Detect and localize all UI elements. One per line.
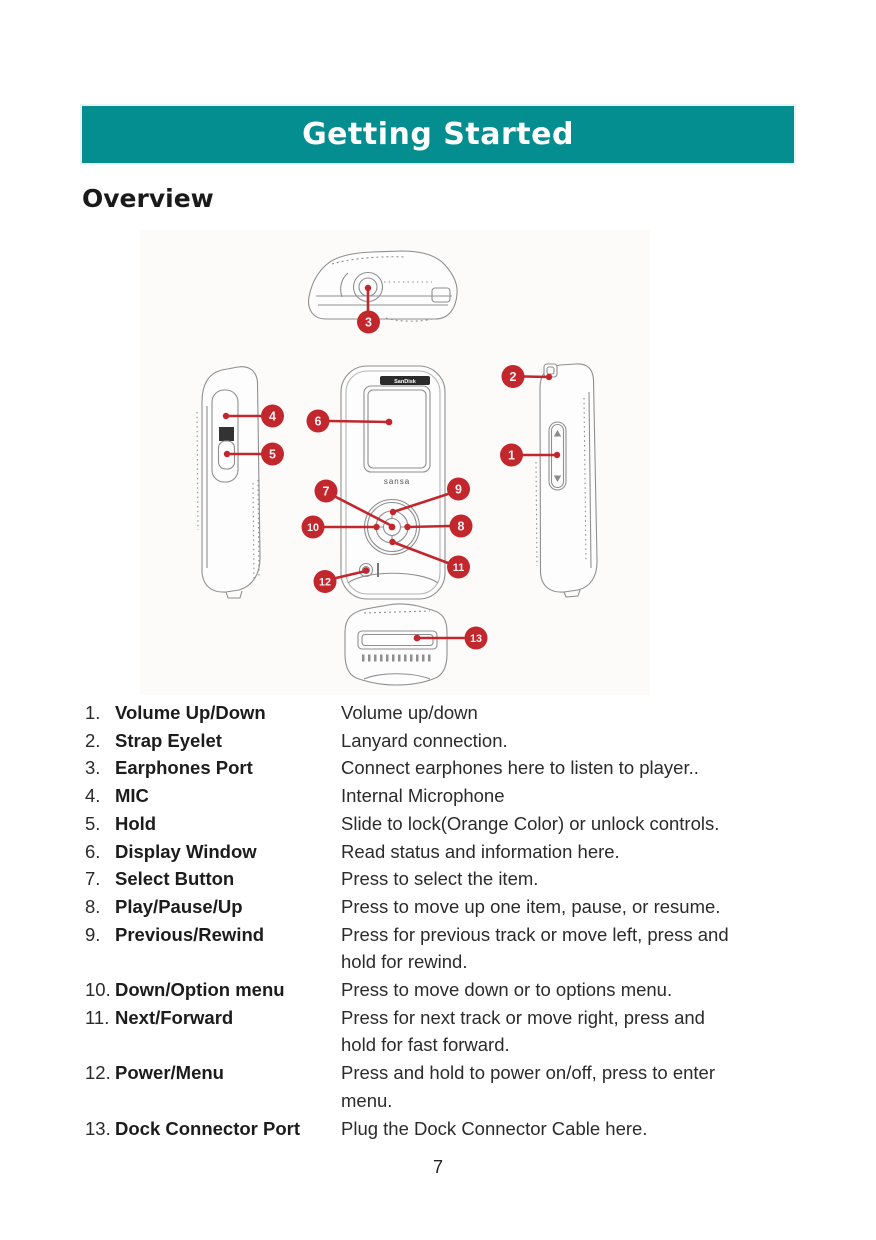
list-item: 9. Previous/Rewind Press for previous tr… [85, 921, 800, 976]
callout-12-badge [313, 570, 337, 593]
item-description: Plug the Dock Connector Cable here. [341, 1117, 648, 1139]
list-item: 12. Power/Menu Press and hold to power o… [85, 1059, 800, 1114]
item-description: Lanyard connection. [341, 729, 508, 751]
callout-7-badge [314, 479, 338, 503]
callout-13-badge [464, 626, 488, 650]
display-window [363, 385, 431, 473]
callout-11-badge [447, 555, 470, 579]
list-item: 13. Dock Connector Port Plug the Dock Co… [85, 1115, 800, 1143]
callout-6-label: 6 [315, 415, 322, 429]
item-term: Dock Connector Port [115, 1117, 301, 1139]
brand-name-text: sansa [384, 477, 410, 486]
item-term: Volume Up/Down [115, 702, 266, 723]
item-description: Connect earphones here to listen to play… [341, 757, 699, 779]
item-term: Select Button [115, 868, 235, 890]
item-description: Press to select the item. [341, 868, 539, 890]
item-description: Press to move up one item, pause, or res… [341, 895, 721, 917]
brand-logo-bar [380, 376, 430, 385]
item-description: Slide to lock(Orange Color) or unlock co… [341, 812, 720, 834]
item-term: Previous/Rewind [115, 923, 265, 945]
item-term: Strap Eyelet [115, 729, 222, 751]
callout-10-label: 10 [307, 522, 319, 534]
list-item: 10. Down/Option menu Press to move down … [85, 976, 800, 1004]
callout-1-label: 1 [508, 449, 515, 463]
callout-3-badge [357, 310, 380, 334]
side-recess [211, 389, 239, 483]
item-number: 10. [85, 979, 111, 1001]
list-item: 5. Hold Slide to lock(Orange Color) or u… [85, 810, 800, 838]
item-term: MIC [115, 785, 149, 807]
item-description: Read status and information here. [341, 840, 620, 862]
device-diagram: SanDisk sansa [140, 230, 650, 695]
callout-7-label: 7 [323, 485, 330, 499]
callout-4-label: 4 [269, 410, 276, 424]
dock-connector-port [357, 630, 438, 650]
callout-9-label: 9 [455, 483, 462, 497]
item-term: Earphones Port [115, 757, 253, 779]
brand-logo-text: SanDisk [394, 379, 417, 385]
item-number: 11. [85, 1006, 110, 1028]
callout-3-label: 3 [365, 316, 372, 330]
item-description: Press for previous track or move left, p… [341, 923, 729, 973]
chapter-banner: Getting Started [82, 106, 794, 163]
item-description: Press to move down or to options menu. [341, 979, 673, 1001]
callout-8-label: 8 [458, 520, 465, 534]
item-description: Internal Microphone [341, 785, 505, 807]
item-number: 8. [85, 895, 101, 917]
item-number: 5. [85, 812, 101, 834]
item-number: 6. [85, 840, 101, 862]
parts-list: 1. Volume Up/Down Volume up/down 2. Stra… [85, 699, 800, 1142]
callouts: 3 4 5 6 7 9 [222, 284, 561, 650]
item-number: 12. [85, 1062, 111, 1084]
callout-5-badge [261, 442, 284, 466]
page-number: 7 [432, 1157, 443, 1177]
list-item: 1. Volume Up/Down Volume up/down [85, 699, 800, 727]
list-item: 4. MIC Internal Microphone [85, 782, 800, 810]
callout-13-label: 13 [470, 633, 482, 645]
item-term: Play/Pause/Up [115, 895, 243, 917]
item-term: Down/Option menu [115, 979, 285, 1001]
callout-5-label: 5 [269, 448, 276, 462]
callout-1-badge [500, 443, 523, 467]
item-description: Press and hold to power on/off, press to… [341, 1062, 715, 1111]
item-number: 13. [85, 1117, 111, 1139]
callout-2-label: 2 [510, 370, 517, 384]
item-term: Power/Menu [115, 1062, 224, 1084]
list-item: 2. Strap Eyelet Lanyard connection. [85, 727, 800, 755]
callout-9-badge [447, 477, 470, 501]
bottom-view [344, 603, 448, 686]
top-view [308, 250, 458, 322]
list-item: 3. Earphones Port Connect earphones here… [85, 754, 800, 782]
callout-4-badge [261, 404, 284, 428]
callout-8-badge [449, 514, 473, 538]
item-term: Display Window [115, 840, 257, 862]
item-number: 4. [85, 785, 101, 807]
item-number: 9. [85, 923, 101, 945]
callout-12-label: 12 [319, 577, 331, 589]
left-side-view [196, 366, 261, 599]
item-number: 1. [85, 702, 101, 723]
list-item: 6. Display Window Read status and inform… [85, 838, 800, 866]
callout-11-label: 11 [453, 562, 464, 574]
chapter-title: Getting Started [302, 117, 574, 152]
item-description: Volume up/down [341, 702, 478, 723]
callout-6-badge [306, 409, 330, 433]
item-term: Hold [115, 812, 157, 834]
list-item: 11. Next/Forward Press for next track or… [85, 1004, 800, 1059]
list-item: 8. Play/Pause/Up Press to move up one it… [85, 893, 800, 921]
front-view: SanDisk sansa [340, 365, 446, 600]
item-description: Press for next track or move right, pres… [341, 1006, 705, 1056]
section-title: Overview [82, 184, 214, 213]
callout-2-badge [501, 365, 525, 388]
right-side-view [535, 363, 598, 598]
item-number: 7. [85, 868, 101, 890]
callout-10-badge [301, 515, 325, 539]
item-number: 2. [85, 729, 101, 751]
item-term: Next/Forward [115, 1006, 234, 1028]
hold-switch-track [219, 427, 234, 441]
list-item: 7. Select Button Press to select the ite… [85, 865, 800, 893]
device-diagram-svg: SanDisk sansa [196, 250, 598, 686]
item-number: 3. [85, 757, 101, 779]
